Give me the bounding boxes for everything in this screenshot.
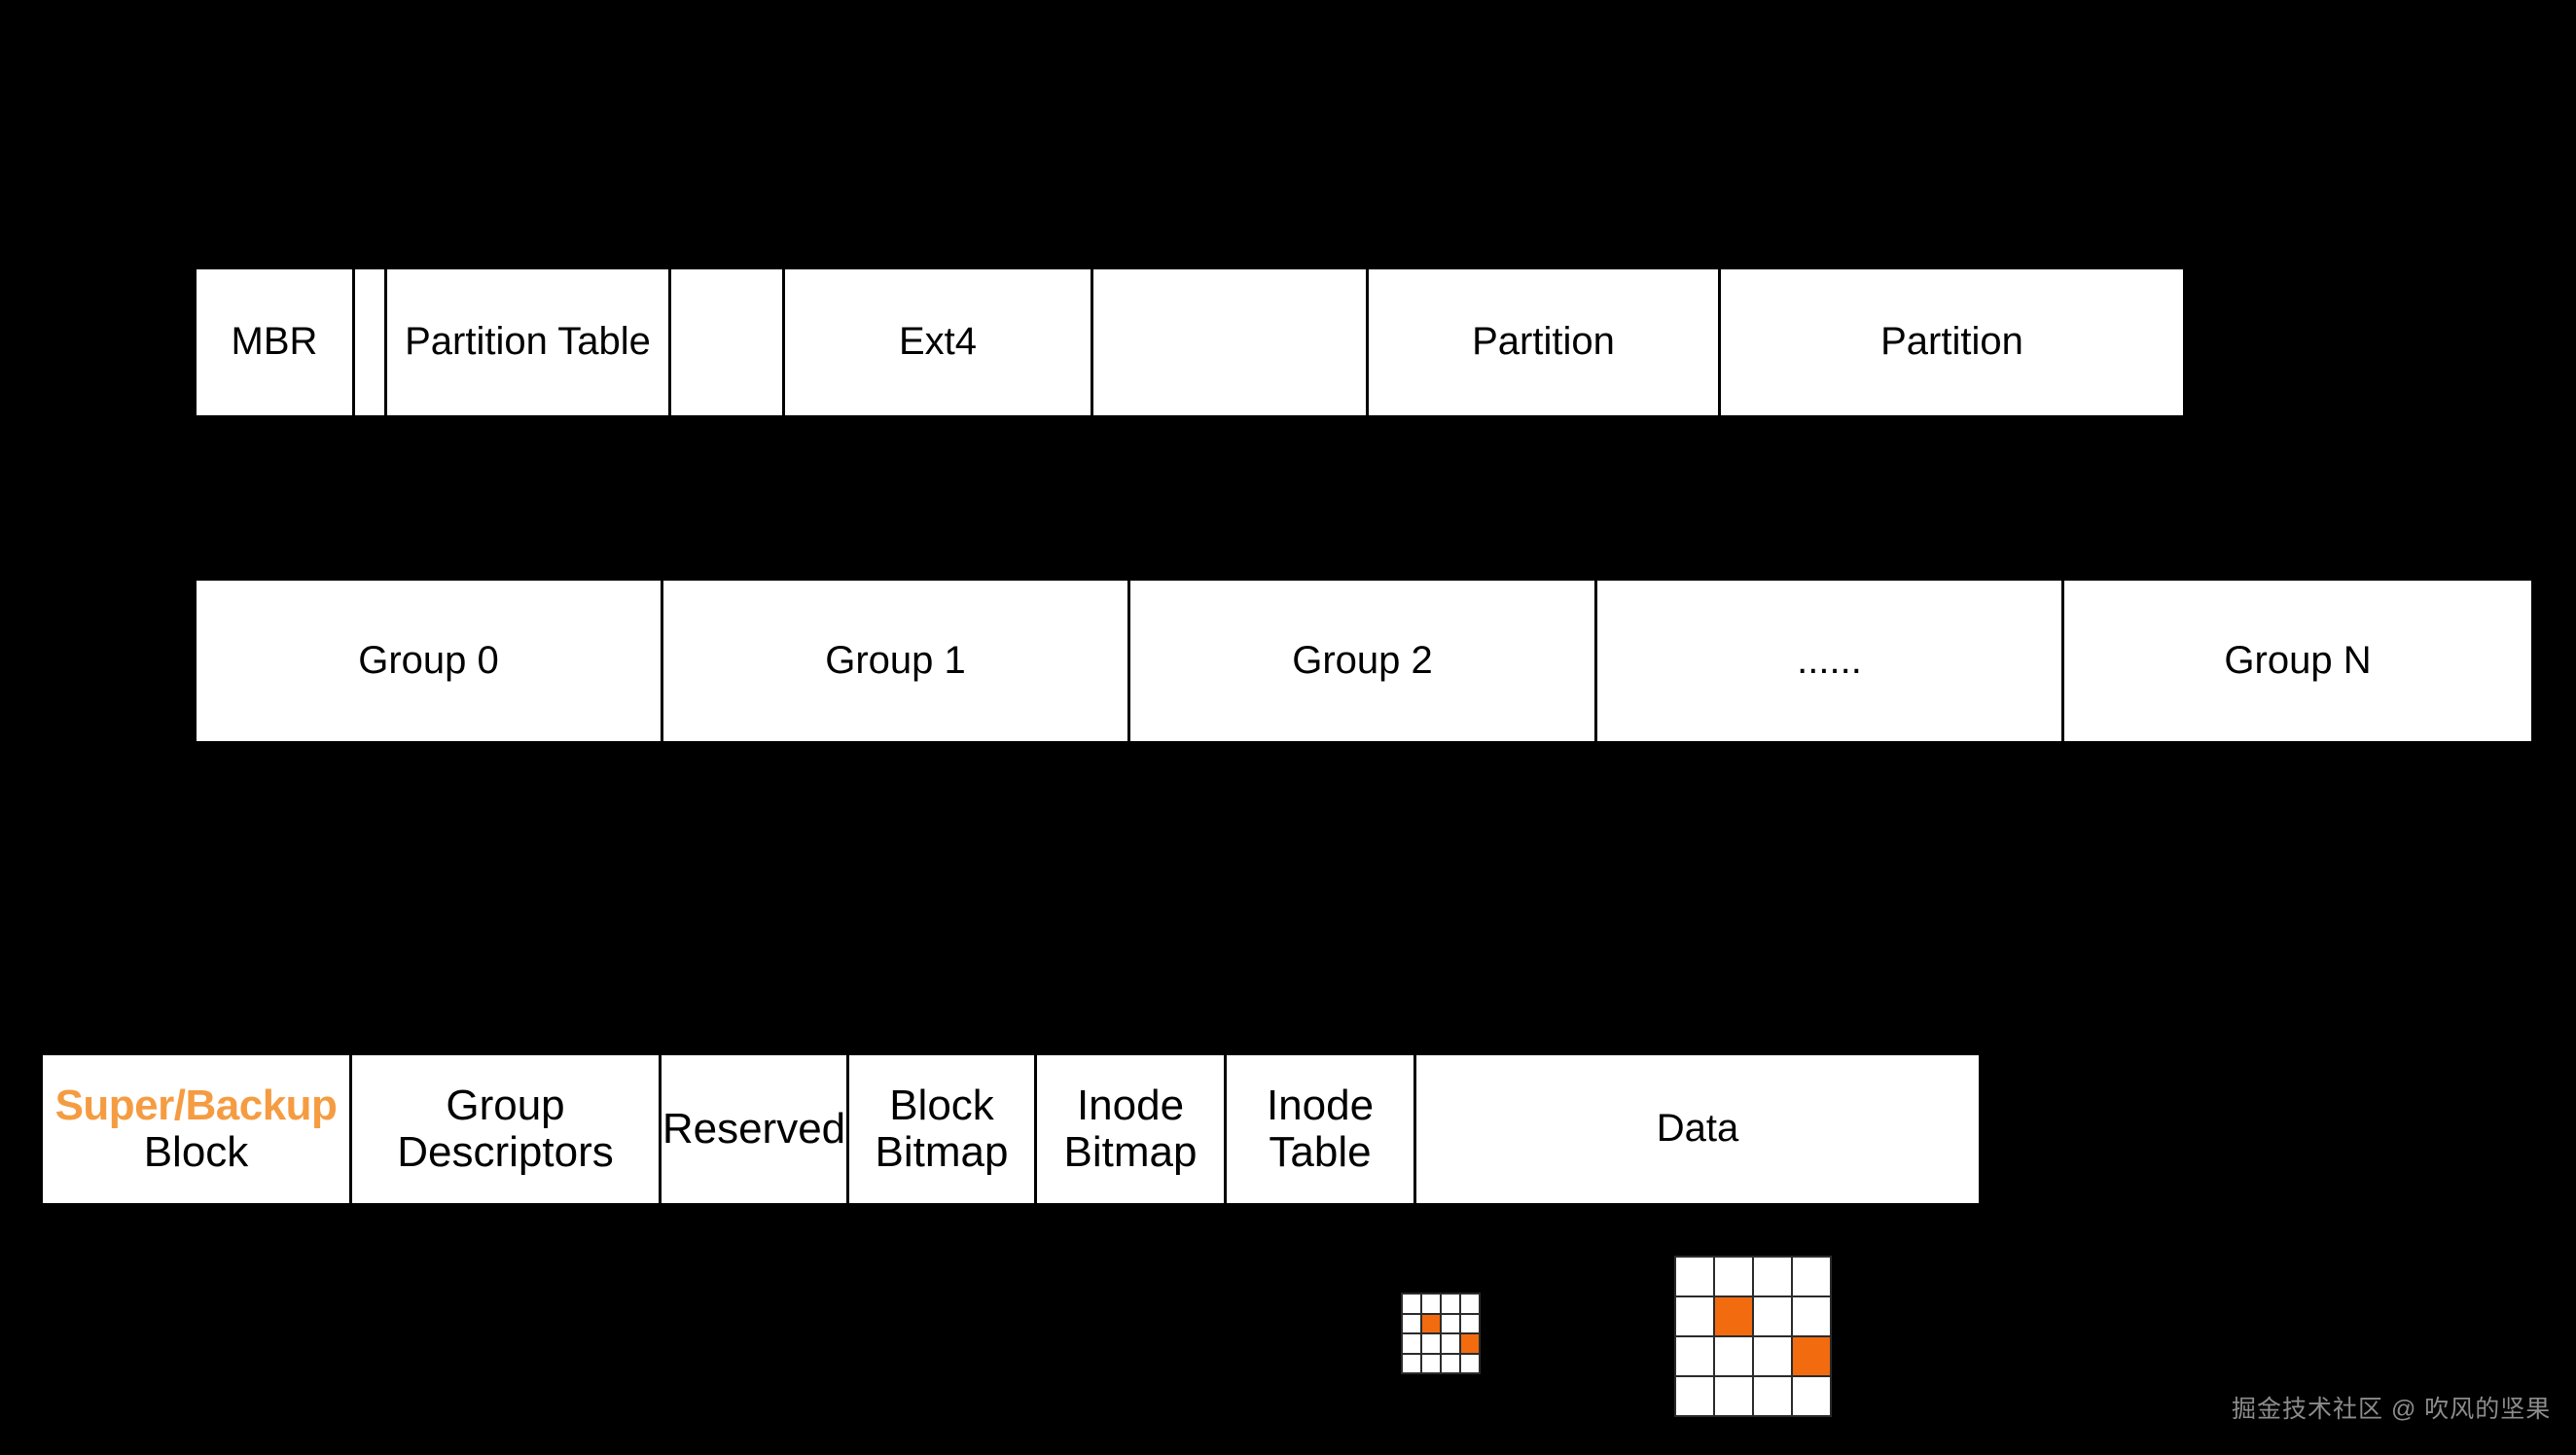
bitmap-cell bbox=[1676, 1258, 1713, 1295]
bitmap-cell bbox=[1422, 1295, 1440, 1313]
bitmap-cell bbox=[1793, 1377, 1830, 1415]
bitmap-cell bbox=[1403, 1314, 1420, 1332]
bitmap-cell bbox=[1754, 1258, 1791, 1295]
bitmap-cell bbox=[1442, 1334, 1459, 1353]
superblock-label-line1: Super/Backup bbox=[54, 1082, 338, 1130]
bitmap-cell bbox=[1442, 1314, 1459, 1332]
bitmap-cell bbox=[1715, 1337, 1752, 1375]
disk-cell-ext4: Ext4 bbox=[785, 269, 1093, 415]
bitmap-cell bbox=[1442, 1354, 1459, 1372]
superblock-label-line2: Block bbox=[143, 1128, 249, 1176]
bitmap-cell bbox=[1793, 1297, 1830, 1335]
disk-cell-partition-table: Partition Table bbox=[387, 269, 671, 415]
group-detail-cell-data: Data bbox=[1416, 1055, 1979, 1203]
disk-cell-gap-1 bbox=[355, 269, 387, 415]
group-cell-2: Group 2 bbox=[1130, 581, 1597, 741]
inode-bitmap-grid bbox=[1674, 1256, 1832, 1417]
bitmap-cell bbox=[1676, 1337, 1713, 1375]
disk-cell-partition-2: Partition bbox=[1721, 269, 2183, 415]
group-detail-cell-inode-bitmap: Inode Bitmap bbox=[1037, 1055, 1227, 1203]
block-bitmap-label-line2: Bitmap bbox=[875, 1128, 1009, 1176]
group-detail-cell-block-bitmap: Block Bitmap bbox=[849, 1055, 1037, 1203]
bitmap-cell bbox=[1461, 1354, 1479, 1372]
disk-layout-row: MBR Partition Table Ext4 Partition Parti… bbox=[197, 269, 2222, 415]
bitmap-cell bbox=[1754, 1337, 1791, 1375]
bitmap-cell-set bbox=[1422, 1314, 1440, 1332]
inode-bitmap-label-line2: Bitmap bbox=[1063, 1128, 1198, 1176]
data-label-line1: Data bbox=[1656, 1107, 1739, 1151]
bitmap-cell bbox=[1715, 1377, 1752, 1415]
bitmap-cell-set bbox=[1793, 1337, 1830, 1375]
group-detail-cell-group-descriptors: Group Descriptors bbox=[352, 1055, 662, 1203]
inode-bitmap-label-line1: Inode bbox=[1076, 1082, 1185, 1130]
group-detail-cell-reserved: Reserved bbox=[662, 1055, 849, 1203]
bitmap-cell bbox=[1403, 1295, 1420, 1313]
bitmap-cell bbox=[1754, 1377, 1791, 1415]
inode-table-label-line2: Table bbox=[1269, 1128, 1372, 1176]
bitmap-cell bbox=[1403, 1334, 1420, 1353]
block-bitmap-grid bbox=[1401, 1293, 1481, 1374]
group-cell-n: Group N bbox=[2064, 581, 2531, 741]
bitmap-cell bbox=[1461, 1314, 1479, 1332]
bitmap-cell bbox=[1422, 1354, 1440, 1372]
disk-cell-mbr: MBR bbox=[197, 269, 355, 415]
bitmap-cell bbox=[1422, 1334, 1440, 1353]
disk-cell-gap-2 bbox=[671, 269, 785, 415]
group-cell-1: Group 1 bbox=[663, 581, 1130, 741]
inode-table-label-line1: Inode bbox=[1266, 1082, 1375, 1130]
group-descriptors-label-line2: Descriptors bbox=[397, 1128, 614, 1176]
bitmap-cell bbox=[1442, 1295, 1459, 1313]
group-detail-cell-inode-table: Inode Table bbox=[1227, 1055, 1416, 1203]
bitmap-cell bbox=[1715, 1258, 1752, 1295]
bitmap-cell bbox=[1403, 1354, 1420, 1372]
group-descriptors-label-line1: Group bbox=[446, 1082, 565, 1130]
reserved-label-line1: Reserved bbox=[662, 1105, 846, 1153]
bitmap-cell bbox=[1793, 1258, 1830, 1295]
disk-cell-gap-3 bbox=[1093, 269, 1369, 415]
bitmap-cell bbox=[1676, 1377, 1713, 1415]
bitmap-cell bbox=[1676, 1297, 1713, 1335]
bitmap-cell-set bbox=[1715, 1297, 1752, 1335]
block-groups-row: Group 0 Group 1 Group 2 ...... Group N bbox=[197, 581, 2531, 741]
group-detail-row: Super/Backup Block Group Descriptors Res… bbox=[43, 1055, 2471, 1203]
bitmap-cell bbox=[1461, 1295, 1479, 1313]
group-cell-ellipsis: ...... bbox=[1597, 581, 2064, 741]
group-cell-0: Group 0 bbox=[197, 581, 663, 741]
bitmap-cell bbox=[1754, 1297, 1791, 1335]
bitmap-cell-set bbox=[1461, 1334, 1479, 1353]
disk-cell-partition-1: Partition bbox=[1369, 269, 1721, 415]
watermark-text: 掘金技术社区 @ 吹风的坚果 bbox=[2232, 1396, 2552, 1423]
block-bitmap-label-line1: Block bbox=[889, 1082, 994, 1130]
group-detail-cell-superblock: Super/Backup Block bbox=[43, 1055, 352, 1203]
